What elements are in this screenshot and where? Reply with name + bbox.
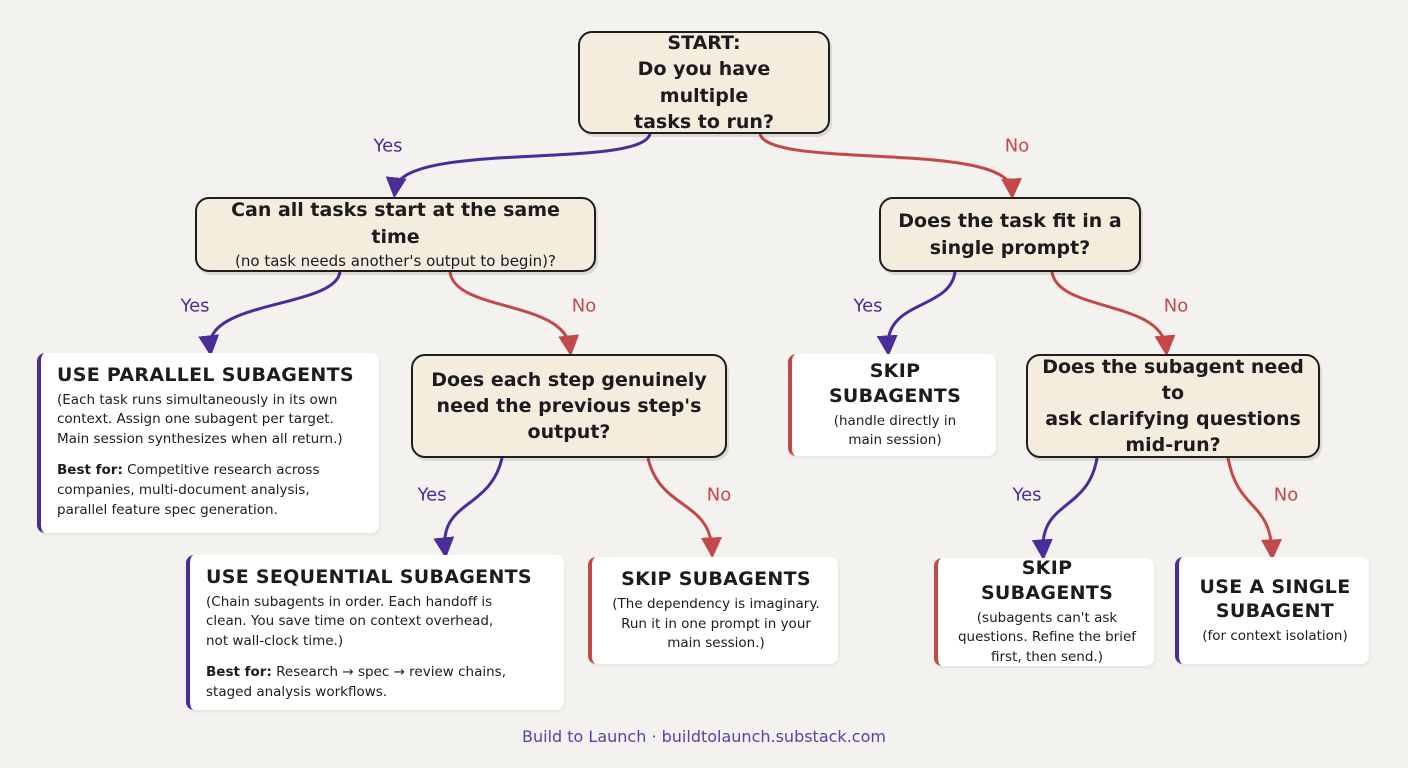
decision-previous-step-line-2: need the previous step's: [436, 394, 702, 417]
result-skip-imaginary-desc-line-2: Run it in one prompt in your: [621, 615, 811, 632]
result-sequential-best-line-2: staged analysis workflows.: [206, 683, 388, 700]
result-sequential-best-label: Best for:: [206, 664, 272, 681]
edge-label-start-no: No: [1004, 135, 1030, 157]
result-sequential-best-line-1: Research → spec → review chains,: [271, 664, 506, 681]
decision-single-prompt-line-1: Does the task fit in a: [898, 210, 1122, 233]
decision-single-prompt: Does the task fit in a single prompt?: [879, 197, 1141, 272]
edge-previous-step-no: [646, 457, 722, 559]
result-single-title-line-2: SUBAGENT: [1215, 600, 1335, 623]
edge-label-previous-step-no: No: [706, 484, 732, 506]
result-single-desc-line-1: (for context isolation): [1202, 627, 1348, 644]
result-skip-cant-ask-description: (subagents can't ask questions. Refine t…: [954, 609, 1140, 668]
result-sequential-description: (Chain subagents in order. Each handoff …: [206, 593, 550, 652]
edge-label-previous-step-yes: Yes: [417, 484, 447, 506]
decision-start-line-2: Do you have multiple: [637, 58, 771, 107]
edge-start-no: [758, 133, 1022, 200]
result-parallel-best-line-2: companies, multi-document analysis,: [57, 481, 310, 498]
decision-start: START: Do you have multiple tasks to run…: [578, 31, 830, 134]
result-parallel-description: (Each task runs simultaneously in its ow…: [57, 391, 365, 450]
result-sequential-desc-line-3: not wall-clock time.): [206, 632, 344, 649]
edge-label-single-prompt-no: No: [1163, 295, 1189, 317]
result-skip-imaginary-description: (The dependency is imaginary. Run it in …: [608, 595, 824, 654]
result-parallel-title: USE PARALLEL SUBAGENTS: [57, 364, 354, 386]
edge-label-same-time-yes: Yes: [180, 295, 210, 317]
edge-clarify-yes: [1031, 457, 1099, 561]
decision-same-time: Can all tasks start at the same time (no…: [195, 197, 596, 272]
result-parallel-subagents: USE PARALLEL SUBAGENTS (Each task runs s…: [37, 353, 379, 533]
result-skip-subagents-direct: SKIP SUBAGENTS (handle directly in main …: [788, 354, 996, 456]
footer-credit: Build to Launch · buildtolaunch.substack…: [522, 727, 886, 746]
result-skip-direct-title: SKIP SUBAGENTS: [828, 360, 962, 407]
result-parallel-desc-line-3: Main session synthesizes when all return…: [57, 430, 343, 447]
result-skip-imaginary-title: SKIP SUBAGENTS: [621, 568, 811, 591]
edge-label-clarify-no: No: [1273, 484, 1299, 506]
result-skip-subagents-imaginary: SKIP SUBAGENTS (The dependency is imagin…: [588, 557, 838, 664]
result-sequential-desc-line-1: (Chain subagents in order. Each handoff …: [206, 593, 493, 610]
edge-label-clarify-yes: Yes: [1012, 484, 1042, 506]
edge-clarify-no: [1226, 457, 1282, 561]
result-parallel-desc-line-2: context. Assign one subagent per target.: [57, 411, 334, 428]
result-skip-direct-description: (handle directly in main session): [808, 412, 982, 451]
result-skip-cant-ask-desc-line-2: questions. Refine the brief: [957, 629, 1137, 646]
result-single-subagent: USE A SINGLE SUBAGENT (for context isola…: [1175, 557, 1369, 664]
decision-previous-step: Does each step genuinely need the previo…: [411, 354, 727, 458]
decision-same-time-line-1: Can all tasks start at the same time: [231, 199, 560, 248]
edge-single-prompt-yes: [876, 271, 957, 357]
result-parallel-desc-line-1: (Each task runs simultaneously in its ow…: [57, 391, 338, 408]
result-sequential-best-for: Best for: Research → spec → review chain…: [206, 663, 550, 702]
result-parallel-best-for: Best for: Competitive research across co…: [57, 461, 365, 520]
edge-label-start-yes: Yes: [373, 135, 403, 157]
decision-clarify-line-1: Does the subagent need to: [1042, 355, 1304, 404]
edge-same-time-no: [448, 271, 580, 357]
decision-previous-step-line-3: output?: [527, 421, 611, 444]
result-single-title-line-1: USE A SINGLE: [1199, 575, 1351, 598]
result-sequential-title: USE SEQUENTIAL SUBAGENTS: [206, 566, 532, 588]
result-skip-cant-ask-desc-line-1: (subagents can't ask: [976, 609, 1118, 626]
result-skip-imaginary-desc-line-3: main session.): [667, 635, 765, 652]
decision-start-line-1: START:: [667, 32, 741, 55]
result-skip-subagents-cant-ask: SKIP SUBAGENTS (subagents can't ask ques…: [934, 557, 1154, 668]
edge-label-same-time-no: No: [571, 295, 597, 317]
decision-start-line-3: tasks to run?: [634, 110, 774, 133]
result-sequential-desc-line-2: clean. You save time on context overhead…: [206, 613, 494, 630]
decision-clarify-line-2: ask clarifying questions: [1045, 408, 1301, 430]
edge-start-yes: [385, 133, 652, 199]
edge-same-time-yes: [198, 271, 342, 357]
result-parallel-best-line-3: parallel feature spec generation.: [57, 501, 278, 518]
result-skip-cant-ask-title: SKIP SUBAGENTS: [980, 557, 1114, 605]
edge-label-single-prompt-yes: Yes: [853, 295, 883, 317]
decision-previous-step-line-1: Does each step genuinely: [431, 368, 707, 391]
edge-previous-step-yes: [433, 457, 504, 559]
result-parallel-best-label: Best for:: [57, 462, 123, 479]
result-sequential-subagents: USE SEQUENTIAL SUBAGENTS (Chain subagent…: [186, 555, 564, 710]
result-parallel-best-line-1: Competitive research across: [122, 462, 320, 479]
decision-clarify-line-3: mid-run?: [1125, 434, 1221, 457]
decision-same-time-subtext: (no task needs another's output to begin…: [235, 251, 556, 270]
decision-single-prompt-line-2: single prompt?: [929, 236, 1091, 259]
decision-clarify: Does the subagent need to ask clarifying…: [1026, 354, 1320, 458]
result-skip-direct-desc-line-1: (handle directly in: [833, 412, 957, 429]
result-skip-imaginary-desc-line-1: (The dependency is imaginary.: [612, 596, 820, 612]
result-skip-direct-desc-line-2: main session): [848, 432, 942, 449]
result-skip-cant-ask-desc-line-3: first, then send.): [991, 648, 1103, 665]
edge-single-prompt-no: [1050, 271, 1176, 357]
